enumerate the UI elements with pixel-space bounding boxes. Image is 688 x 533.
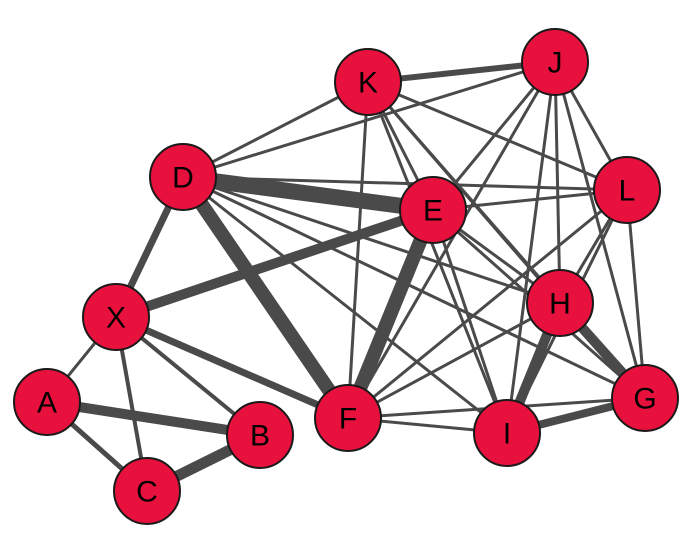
node-b: B [226,401,294,469]
node-circle [593,156,661,224]
node-circle [611,364,679,432]
node-c: C [113,457,181,525]
node-circle [314,384,382,452]
edge-d-g [181,175,647,400]
node-circle [521,28,589,96]
node-label: D [172,162,194,195]
node-label: I [503,418,511,451]
node-label: E [423,195,443,228]
node-circle [473,399,541,467]
node-label: H [549,288,571,321]
node-k: K [334,48,402,116]
edge-x-f [112,313,352,422]
nodes-layer: K J D E L X H A G F B I C [13,28,679,525]
edge-k-i [366,80,509,435]
node-label: G [633,383,656,416]
node-circle [149,143,217,211]
edge-d-j [181,60,557,179]
node-label: C [136,476,158,509]
edge-d-i [181,175,509,435]
edge-l-f [346,188,629,420]
edge-j-i [505,60,557,435]
node-label: X [106,302,126,335]
node-l: L [593,156,661,224]
node-circle [399,176,467,244]
node-circle [334,48,402,116]
node-label: B [250,420,270,453]
node-f: F [314,384,382,452]
node-h: H [526,269,594,337]
node-i: I [473,399,541,467]
node-circle [226,401,294,469]
node-circle [526,269,594,337]
edge-j-f [346,60,557,420]
node-d: D [149,143,217,211]
node-x: X [82,283,150,351]
edge-k-l [366,80,629,192]
node-circle [113,457,181,525]
node-circle [82,283,150,351]
edge-a-b [42,397,265,440]
edge-k-f [346,80,370,420]
node-label: A [37,387,57,420]
edge-d-e [175,169,441,218]
node-label: J [548,47,563,80]
edge-d-l [181,175,629,192]
node-circle [13,368,81,436]
node-a: A [13,368,81,436]
edge-d-f [176,170,355,425]
edge-j-g [553,60,647,400]
node-label: K [358,67,378,100]
edge-d-k [181,80,370,179]
node-label: F [339,403,357,436]
node-e: E [399,176,467,244]
edge-l-g [625,188,647,400]
edge-f-h [346,301,562,420]
node-label: L [619,175,636,208]
node-g: G [611,364,679,432]
edge-d-h [181,175,562,305]
edge-j-h [553,60,562,305]
edge-x-e [111,205,438,322]
edge-e-i [431,208,509,435]
node-j: J [521,28,589,96]
edge-e-f [341,203,440,425]
